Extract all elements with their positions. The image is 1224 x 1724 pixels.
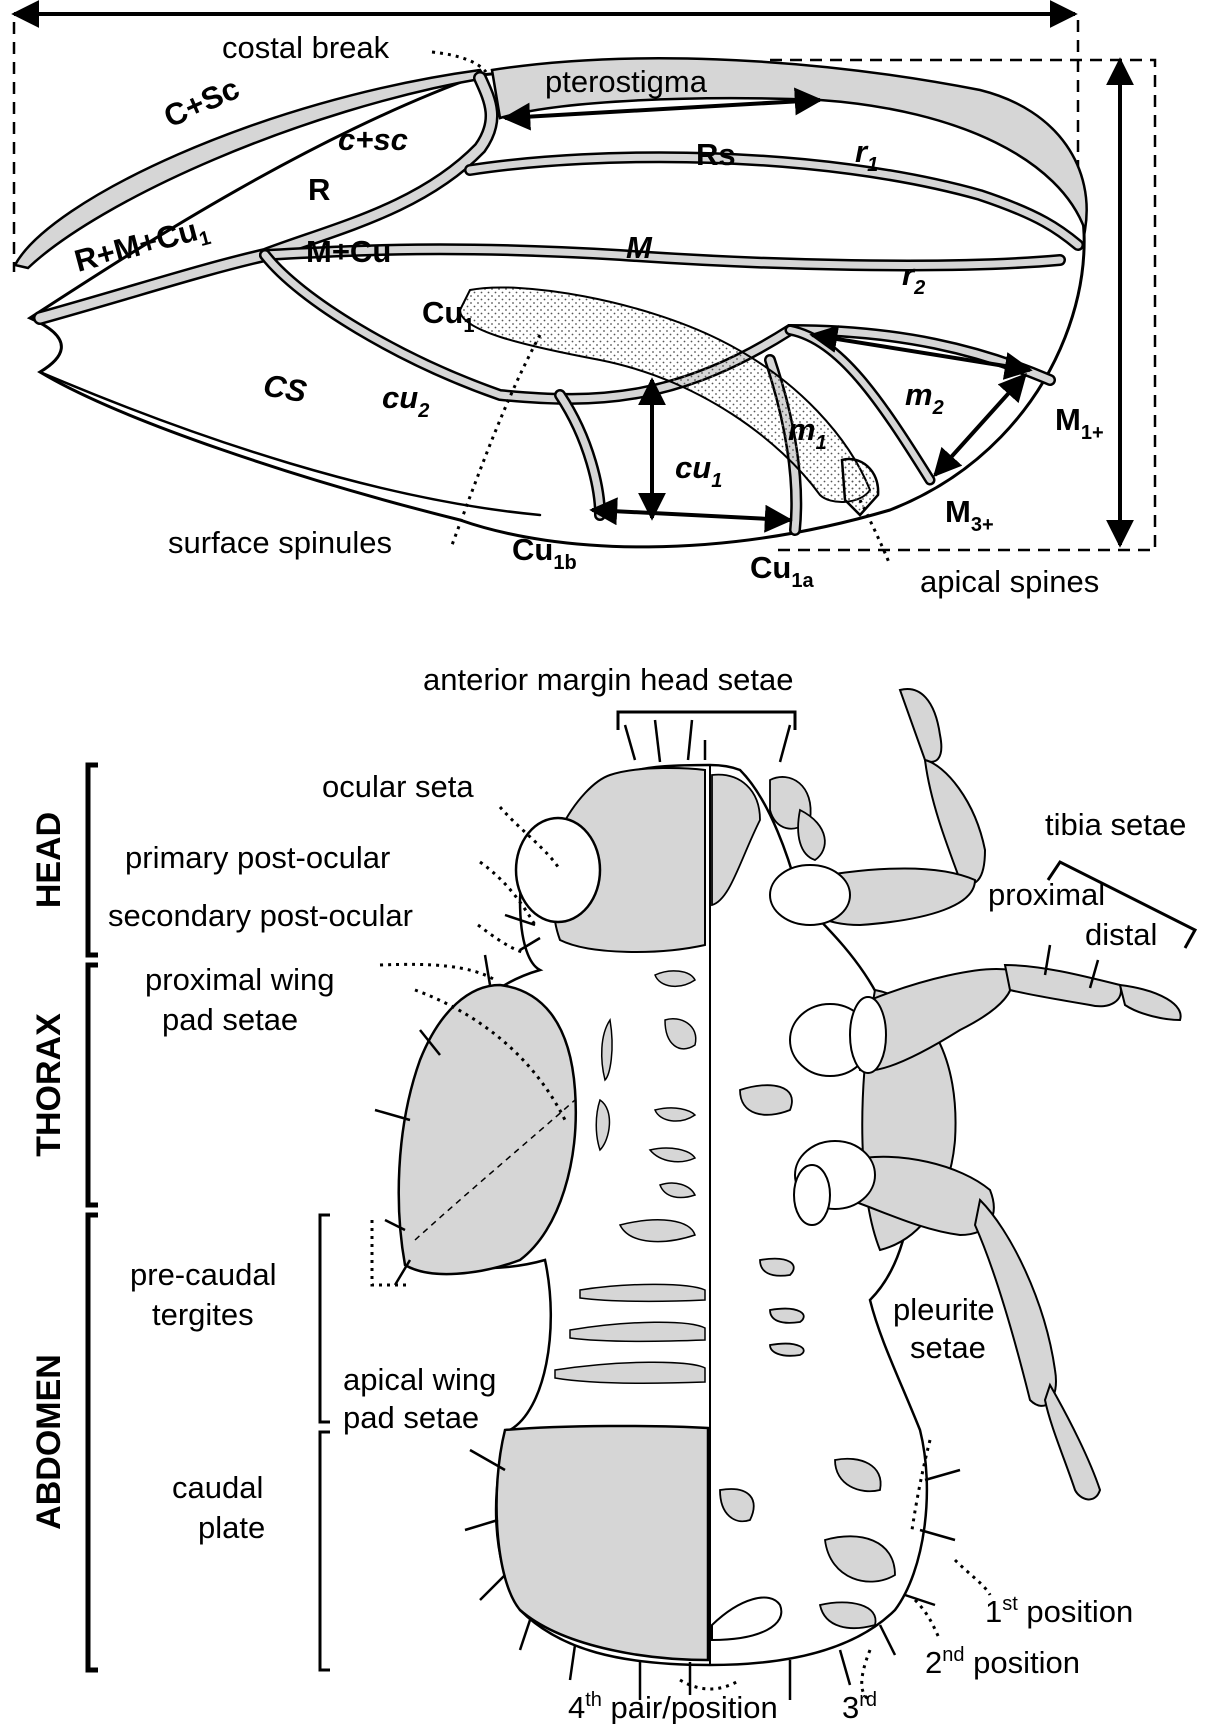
label-proximal-wing-2: pad setae — [162, 1002, 298, 1037]
label-anterior-margin: anterior margin head setae — [423, 662, 794, 697]
front-coxa — [770, 865, 850, 925]
label-secondary-post-ocular: secondary post-ocular — [108, 898, 413, 933]
label-m-cu-vein: M+Cu — [306, 234, 391, 269]
label-rs-vein: Rs — [696, 137, 736, 172]
label-r-vein: R — [308, 172, 330, 207]
label-surface-spinules: surface spinules — [168, 525, 392, 560]
label-c-sc-vein: C+Sc — [159, 71, 245, 135]
region-thorax: THORAX — [30, 1013, 68, 1157]
label-pleurite-1: pleurite — [893, 1292, 995, 1327]
label-apical-wing-1: apical wing — [343, 1362, 496, 1397]
label-position-3: 3rd — [842, 1689, 877, 1724]
label-distal: distal — [1085, 917, 1157, 952]
bracket-thorax — [88, 965, 98, 1205]
hind-trochanter — [794, 1165, 830, 1225]
label-m-vein: M — [626, 230, 653, 265]
label-cs-vein: CS — [261, 367, 310, 409]
label-pleurite-2: setae — [910, 1330, 986, 1365]
label-position-2: 2nd position — [925, 1644, 1080, 1680]
label-ocular-seta: ocular seta — [322, 769, 474, 804]
bracket-head — [88, 765, 98, 955]
bracket-anterior-margin — [618, 712, 795, 730]
bracket-caudal — [320, 1432, 330, 1670]
label-primary-post-ocular: primary post-ocular — [125, 840, 390, 875]
label-cu1a: Cu1a — [750, 550, 814, 592]
label-costal-break: costal break — [222, 30, 390, 65]
label-pterostigma: pterostigma — [545, 64, 708, 99]
region-head: HEAD — [30, 812, 68, 908]
label-position-1: 1st position — [985, 1593, 1133, 1629]
label-position-4: 4th pair/position — [568, 1689, 778, 1724]
region-abdomen: ABDOMEN — [30, 1354, 68, 1530]
middle-leg — [860, 965, 1181, 1071]
label-m1plus: M1+ — [1055, 402, 1104, 444]
bracket-abdomen — [88, 1215, 98, 1670]
nymph-diagram: HEAD THORAX ABDOMEN — [30, 662, 1195, 1724]
label-m3plus: M3+ — [945, 494, 994, 536]
middle-trochanter — [850, 997, 886, 1073]
label-c-sc-cell: c+sc — [338, 122, 408, 157]
label-apical-spines: apical spines — [920, 564, 1099, 599]
label-caudal-1: caudal — [172, 1470, 263, 1505]
label-apical-wing-2: pad setae — [343, 1400, 479, 1435]
label-proximal: proximal — [988, 877, 1105, 912]
label-caudal-2: plate — [198, 1510, 265, 1545]
label-pre-caudal-2: tergites — [152, 1297, 254, 1332]
label-tibia-setae: tibia setae — [1045, 807, 1186, 842]
forewing-diagram: costal break pterostigma C+Sc c+sc R Rs … — [14, 14, 1155, 599]
compound-eye — [516, 818, 600, 922]
label-proximal-wing-1: proximal wing — [145, 962, 335, 997]
label-pre-caudal-1: pre-caudal — [130, 1257, 276, 1292]
bracket-pre-caudal — [320, 1215, 330, 1422]
